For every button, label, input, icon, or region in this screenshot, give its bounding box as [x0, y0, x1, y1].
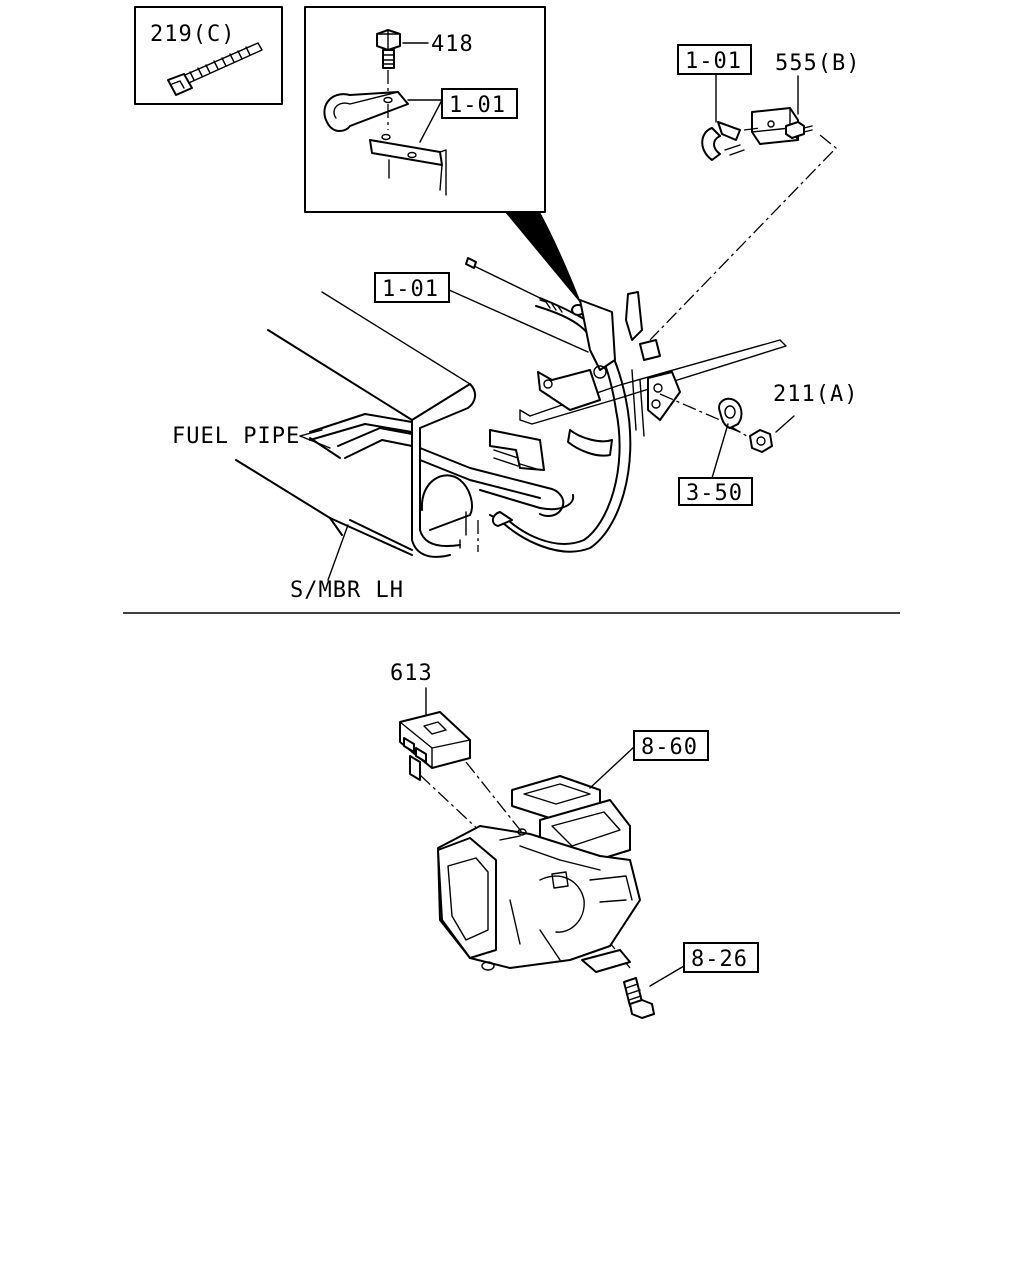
label-3-50: 3-50 [686, 481, 743, 506]
bolt-826-icon [623, 977, 655, 1019]
label-1-01-detail: 1-01 [449, 93, 506, 118]
clamp-350-icon [718, 397, 743, 433]
label-555b: 555(B) [775, 51, 860, 76]
heater-unit [437, 775, 641, 973]
clip-555b-group: 1-01 555(B) [649, 44, 860, 341]
cable-tie-icon [167, 42, 263, 96]
wiring-harness [465, 257, 787, 553]
label-219c: 219(C) [150, 22, 235, 47]
clamp-detail-inset: 418 1-01 [304, 6, 546, 213]
label-fuel-pipe: FUEL PIPE [172, 424, 300, 449]
label-s-mbr-lh: S/MBR LH [290, 578, 404, 603]
module-613: 613 [390, 661, 471, 781]
nut-211a-icon [749, 429, 773, 453]
label-211a: 211(A) [773, 382, 858, 407]
cable-tie-inset: 219(C) [134, 6, 283, 105]
harness-bracket [489, 291, 681, 471]
callout-1-01-main: 1-01 [374, 272, 589, 353]
label-8-60: 8-60 [641, 735, 698, 760]
label-8-26: 8-26 [691, 947, 748, 972]
detail-pointer [505, 212, 582, 305]
bolt-418-icon [376, 29, 401, 69]
clip-icon [701, 107, 813, 161]
label-613: 613 [390, 661, 433, 686]
label-1-01-top: 1-01 [685, 49, 742, 74]
label-418: 418 [431, 32, 474, 57]
label-1-01-main: 1-01 [382, 277, 439, 302]
fuel-pipe: FUEL PIPE [172, 413, 575, 517]
clamp-350-nut-211a: 211(A) 3-50 [659, 382, 858, 506]
side-member-assembly [235, 291, 479, 558]
